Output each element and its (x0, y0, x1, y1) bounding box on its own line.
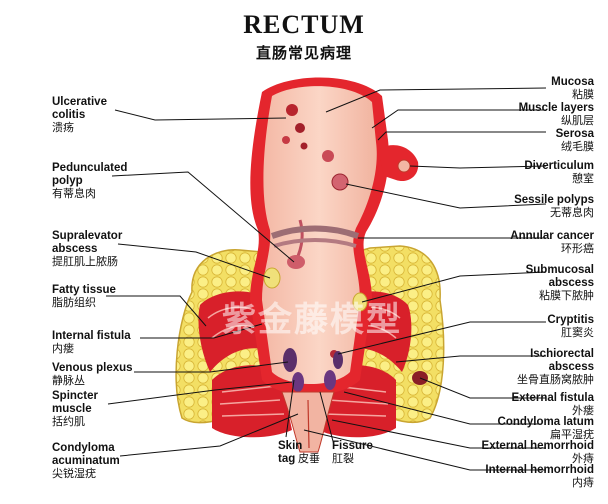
label-annular-cancer: Annular cancer 环形癌 (510, 230, 594, 256)
abscess-spots (263, 267, 428, 385)
label-spincter-zh: 括约肌 (52, 416, 85, 428)
label-sessile-polyps: Sessile polyps 无蒂息肉 (514, 194, 594, 220)
label-venous-en: Venous plexus (52, 362, 133, 374)
label-fatty-zh: 脂肪组织 (52, 297, 96, 309)
label-condyloma-acum-zh: 尖锐湿疣 (52, 468, 96, 480)
label-mucosa-zh: 粘膜 (572, 89, 594, 101)
label-mucosa-en: Mucosa (551, 76, 594, 88)
label-skin-tag-zh: 皮垂 (298, 453, 320, 465)
label-condyloma-latum: Condyloma latum 扁平湿疣 (498, 416, 594, 442)
label-cryptitis-en: Cryptitis (547, 314, 594, 326)
diagram-title: RECTUM (243, 10, 365, 39)
label-diverticulum-en: Diverticulum (524, 160, 594, 172)
label-serosa-en: Serosa (555, 128, 594, 140)
label-external-hem-zh: 外痔 (572, 453, 594, 465)
label-serosa: Serosa 绒毛膜 (556, 128, 594, 154)
label-diverticulum: Diverticulum 憩室 (524, 160, 594, 186)
label-condyloma-acuminatum: Condyloma acuminatum 尖锐湿疣 (52, 442, 120, 481)
label-annular-en: Annular cancer (510, 230, 594, 242)
label-condyloma-latum-zh: 扁平湿疣 (550, 429, 594, 441)
label-venous-zh: 静脉丛 (52, 375, 85, 387)
label-supralevator-en: Supralevator abscess (52, 230, 123, 255)
label-annular-zh: 环形癌 (561, 243, 594, 255)
label-sessile-zh: 无蒂息肉 (550, 207, 594, 219)
label-external-hemorrhoid: External hemorrhoid 外痔 (482, 440, 594, 466)
label-internal-hem-zh: 内痔 (572, 477, 594, 489)
ulcer-spots (282, 104, 308, 150)
label-supralevator-abscess: Supralevator abscess 提肛肌上脓肠 (52, 230, 122, 269)
label-condyloma-latum-en: Condyloma latum (497, 416, 594, 428)
diagram-subtitle: 直肠常见病理 (255, 45, 352, 62)
label-pedunculated-polyp: Pedunculated polyp 有蒂息肉 (52, 162, 127, 201)
label-skin-tag: Skin tag 皮垂 (278, 440, 320, 466)
label-ulcerative-zh: 溃疡 (52, 122, 74, 134)
label-cryptitis: Cryptitis 肛窦炎 (547, 314, 594, 340)
label-serosa-zh: 绒毛膜 (561, 141, 594, 153)
label-venous-plexus: Venous plexus 静脉丛 (52, 362, 133, 388)
label-fatty-tissue: Fatty tissue 脂肪组织 (52, 284, 116, 310)
label-fatty-en: Fatty tissue (52, 284, 116, 296)
label-external-fistula-en: External fistula (511, 392, 594, 404)
venous-plexus (283, 348, 343, 392)
label-ischiorectal-zh: 坐骨直肠窝脓肿 (517, 374, 594, 386)
label-external-fistula-zh: 外瘘 (572, 405, 594, 417)
label-submucosal-en: Submucosal abscess (525, 264, 594, 289)
label-fissure: Fissure 肛裂 (332, 440, 373, 466)
label-submucosal-abscess: Submucosal abscess 粘膜下脓肿 (526, 264, 594, 303)
label-diverticulum-zh: 憩室 (572, 173, 594, 185)
label-muscle-layers-en: Muscle layers (518, 102, 594, 114)
label-pedunculated-zh: 有蒂息肉 (52, 188, 96, 200)
rectal-wall (250, 77, 389, 395)
anal-canal (281, 391, 335, 453)
label-submucosal-zh: 粘膜下脓肿 (539, 290, 594, 302)
label-supralevator-zh: 提肛肌上脓肠 (52, 256, 118, 268)
label-external-hem-en: External hemorrhoid (481, 440, 594, 452)
label-skin-tag-en: Skin tag (278, 440, 303, 465)
label-ischiorectal-abscess: Ischiorectal abscess 坐骨直肠窝脓肿 (517, 348, 594, 387)
label-spincter-muscle: Spincter muscle 括约肌 (52, 390, 98, 429)
label-cryptitis-zh: 肛窦炎 (561, 327, 594, 339)
label-muscle-layers: Muscle layers 纵肌层 (519, 102, 594, 128)
label-fissure-zh: 肛裂 (332, 453, 354, 465)
diverticulum-pouch (378, 145, 419, 182)
watermark-text: 紫金藤模型 (222, 301, 402, 339)
label-mucosa: Mucosa 粘膜 (551, 76, 594, 102)
label-sessile-en: Sessile polyps (514, 194, 594, 206)
annular-cancer (270, 225, 360, 248)
label-muscle-layers-zh: 纵肌层 (561, 115, 594, 127)
label-internal-hemorrhoid: Internal hemorrhoid 内痔 (485, 464, 594, 490)
label-pedunculated-en: Pedunculated polyp (52, 162, 128, 187)
label-ulcerative-en: Ulcerative colitis (52, 96, 107, 121)
label-internal-fistula-zh: 内瘘 (52, 343, 74, 355)
label-internal-hem-en: Internal hemorrhoid (485, 464, 594, 476)
sessile-polyps (322, 150, 349, 191)
label-internal-fistula: Internal fistula 内瘘 (52, 330, 131, 356)
label-ulcerative-colitis: Ulcerative colitis 溃疡 (52, 96, 107, 135)
label-external-fistula: External fistula 外瘘 (512, 392, 594, 418)
label-spincter-en: Spincter muscle (52, 390, 99, 415)
label-internal-fistula-en: Internal fistula (52, 330, 131, 342)
leader-lines (106, 87, 547, 471)
label-fissure-en: Fissure (332, 440, 373, 452)
label-ischiorectal-en: Ischiorectal abscess (530, 348, 594, 373)
label-condyloma-acum-en: Condyloma acuminatum (52, 442, 120, 467)
